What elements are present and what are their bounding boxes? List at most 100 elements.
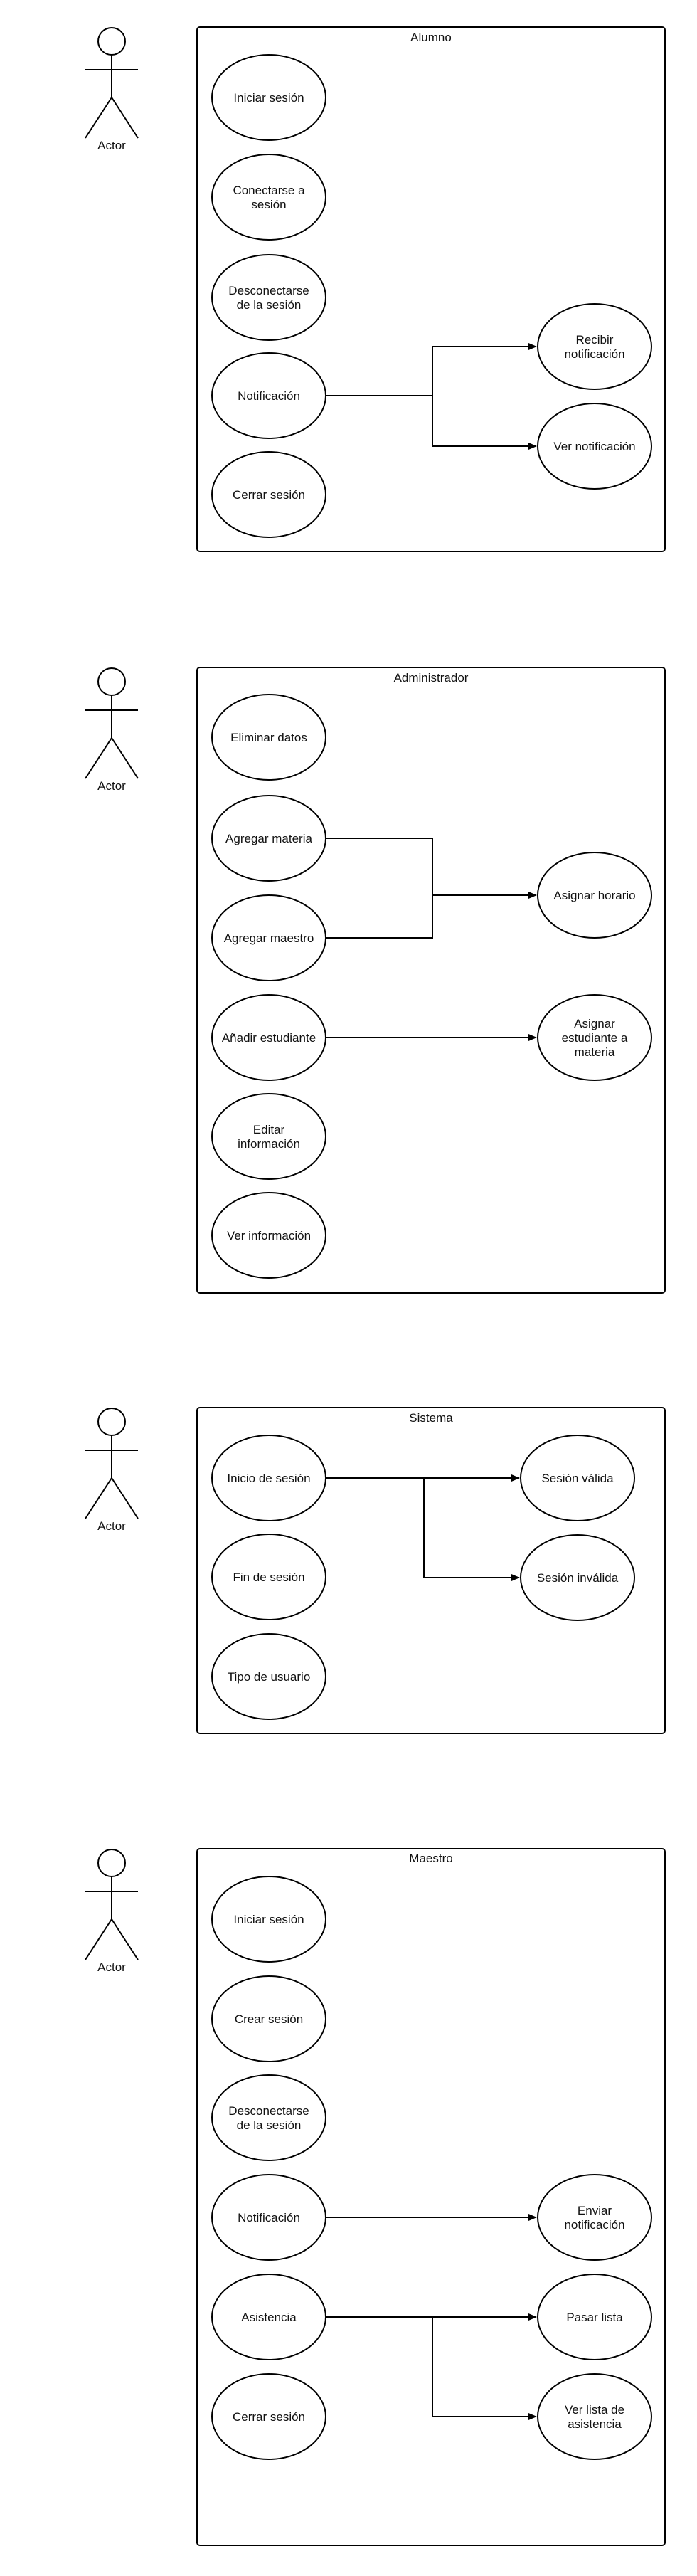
use-case-label: Iniciar sesión — [233, 91, 304, 105]
use-case-agregar-maestro: Agregar maestro — [211, 894, 326, 981]
use-case-ellipse — [211, 451, 326, 538]
use-case-ellipse — [520, 1534, 635, 1621]
association-arrow — [423, 1478, 520, 1581]
use-case-ver-notificacion: Ver notificación — [537, 403, 652, 490]
use-case-label: Sesión válida — [541, 1472, 614, 1485]
use-case-label: Pasar lista — [566, 2311, 623, 2324]
use-case-label: Tipo de usuario — [228, 1670, 311, 1684]
actor-figure-icon — [85, 667, 139, 779]
system-boundary — [196, 1407, 666, 1734]
use-case-ellipse — [211, 2074, 326, 2161]
use-case-tipo-de-usuario: Tipo de usuario — [211, 1633, 326, 1720]
use-case-label: Cerrar sesión — [233, 2410, 305, 2424]
use-case-notificacion: Notificación — [211, 2174, 326, 2261]
use-case-inicio-de-sesion: Inicio de sesión — [211, 1435, 326, 1521]
use-case-ellipse — [520, 1435, 635, 1521]
actor-figure-icon — [85, 1408, 139, 1519]
use-case-ellipse — [537, 403, 652, 490]
association-arrow — [432, 2317, 537, 2420]
use-case-label: Añadir estudiante — [222, 1031, 316, 1045]
use-case-ellipse — [211, 54, 326, 141]
use-case-label: Recibir — [576, 333, 614, 347]
use-case-cerrar-sesion: Cerrar sesión — [211, 2373, 326, 2460]
use-case-iniciar-sesion: Iniciar sesión — [211, 54, 326, 141]
use-case-label: Agregar materia — [225, 832, 312, 845]
use-case-ellipse — [211, 2174, 326, 2261]
use-case-ellipse — [211, 1093, 326, 1180]
actor-label: Actor — [97, 139, 126, 152]
use-case-ellipse — [211, 795, 326, 882]
use-case-notificacion: Notificación — [211, 352, 326, 439]
use-case-label: Desconectarse — [228, 284, 309, 297]
use-case-ellipse — [211, 694, 326, 781]
use-case-label: notificación — [564, 347, 624, 361]
system-title: Alumno — [410, 31, 452, 44]
system-title: Sistema — [409, 1411, 453, 1425]
actor-figure-icon — [85, 1849, 139, 1960]
use-case-ellipse — [211, 894, 326, 981]
use-case-ellipse — [211, 994, 326, 1081]
use-case-ellipse — [537, 2373, 652, 2460]
use-case-label: notificación — [564, 2218, 624, 2232]
use-case-ellipse — [537, 994, 652, 1081]
use-case-label: Fin de sesión — [233, 1571, 304, 1584]
association-arrow — [326, 343, 537, 396]
use-case-label: Cerrar sesión — [233, 488, 305, 502]
system-boundary — [196, 667, 666, 1294]
use-case-ellipse — [211, 1633, 326, 1720]
use-case-label: de la sesión — [237, 2118, 302, 2132]
use-case-asistencia: Asistencia — [211, 2274, 326, 2360]
use-case-ellipse — [211, 1435, 326, 1521]
system-boundary — [196, 26, 666, 552]
use-case-label: Enviar — [578, 2204, 612, 2217]
system-title: Maestro — [409, 1852, 452, 1865]
use-case-ellipse — [537, 2274, 652, 2360]
use-case-ellipse — [537, 303, 652, 390]
use-case-label: Asistencia — [241, 2311, 297, 2324]
use-case-label: Crear sesión — [235, 2012, 303, 2026]
use-case-eliminar-datos: Eliminar datos — [211, 694, 326, 781]
use-case-ellipse — [537, 2174, 652, 2261]
use-case-label: Ver información — [227, 1229, 311, 1242]
use-case-anadir-estudiante: Añadir estudiante — [211, 994, 326, 1081]
use-case-label: Conectarse a — [233, 184, 305, 197]
use-case-crear-sesion: Crear sesión — [211, 1975, 326, 2062]
use-case-iniciar-sesion: Iniciar sesión — [211, 1876, 326, 1963]
use-case-label: Asignar horario — [553, 889, 635, 902]
use-case-ellipse — [211, 2274, 326, 2360]
use-case-label: sesión — [251, 198, 286, 211]
system-boundary — [196, 1848, 666, 2546]
use-case-label: Eliminar datos — [230, 731, 307, 744]
actor-figure-icon — [85, 27, 139, 139]
use-case-label: de la sesión — [237, 298, 302, 312]
use-case-label: Iniciar sesión — [233, 1913, 304, 1926]
use-case-pasar-lista: Pasar lista — [537, 2274, 652, 2360]
use-case-label: Asignar — [574, 1017, 615, 1030]
use-case-ellipse — [211, 352, 326, 439]
use-case-ver-informacion: Ver información — [211, 1192, 326, 1279]
use-case-label: asistencia — [568, 2417, 622, 2431]
use-case-label: estudiante a — [562, 1031, 628, 1045]
actor-label: Actor — [97, 779, 126, 793]
use-case-cerrar-sesion: Cerrar sesión — [211, 451, 326, 538]
use-case-label: Notificación — [238, 389, 300, 403]
use-case-ellipse — [211, 2373, 326, 2460]
use-case-fin-de-sesion: Fin de sesión — [211, 1534, 326, 1620]
use-case-ellipse — [211, 1876, 326, 1963]
use-case-ellipse — [211, 1534, 326, 1620]
use-case-ellipse — [537, 852, 652, 939]
use-case-label: Editar — [253, 1123, 285, 1136]
use-case-label: Ver notificación — [553, 440, 635, 453]
use-case-label: Agregar maestro — [224, 931, 314, 945]
association-arrow — [326, 838, 433, 895]
use-case-label: Notificación — [238, 2211, 300, 2224]
use-case-label: Sesión inválida — [537, 1571, 619, 1585]
